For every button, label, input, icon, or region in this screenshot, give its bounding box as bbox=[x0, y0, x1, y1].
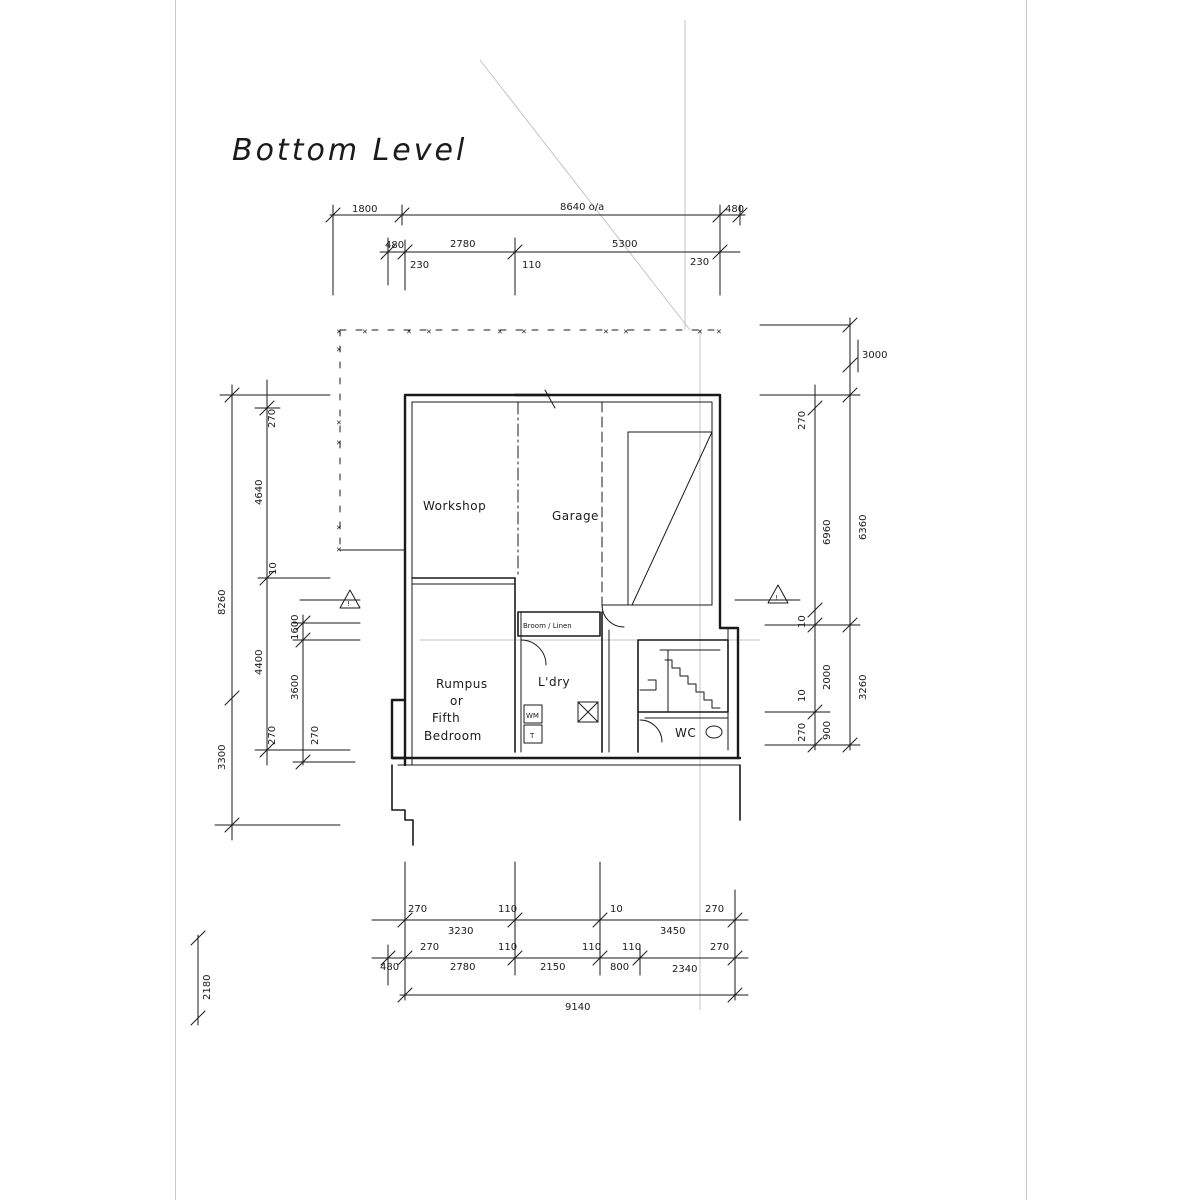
dim-bot-270b: 270 bbox=[705, 904, 724, 915]
dim-top-8640: 8640 o/a bbox=[560, 202, 604, 213]
dim-bot-110d: 110 bbox=[622, 942, 641, 953]
dim-right-900: 900 bbox=[822, 721, 833, 740]
svg-text:✕: ✕ bbox=[336, 419, 342, 427]
dim-bot-800: 800 bbox=[610, 962, 629, 973]
dim-top-2780: 2780 bbox=[450, 239, 475, 250]
bottom-dimensions bbox=[190, 861, 749, 1026]
drawing-title: Bottom Level bbox=[232, 133, 467, 168]
room-linen: Broom / Linen bbox=[523, 622, 572, 630]
dim-bot-3450: 3450 bbox=[660, 926, 685, 937]
dim-right-10: 10 bbox=[797, 615, 808, 628]
building-walls bbox=[390, 389, 742, 846]
svg-text:✕: ✕ bbox=[336, 346, 342, 354]
dim-top-5300: 5300 bbox=[612, 239, 637, 250]
svg-text:✕: ✕ bbox=[336, 524, 342, 532]
dim-bot-110a: 110 bbox=[498, 904, 517, 915]
svg-text:✕: ✕ bbox=[426, 328, 432, 336]
svg-text:✕: ✕ bbox=[362, 328, 368, 336]
upper-outline-crosses: ✕ ✕ ✕ ✕ ✕ ✕ ✕ ✕ ✕ ✕ ✕ ✕ ✕ ✕ ✕ bbox=[336, 328, 722, 554]
dim-right-6960: 6960 bbox=[822, 520, 833, 545]
svg-text:!: ! bbox=[775, 594, 778, 602]
dim-bot-2340: 2340 bbox=[672, 964, 697, 975]
dim-top-110: 110 bbox=[522, 260, 541, 271]
room-rumpus-line1: Rumpus bbox=[436, 677, 488, 691]
dim-bot-2780: 2780 bbox=[450, 962, 475, 973]
dim-bot-270a: 270 bbox=[408, 904, 427, 915]
dim-bot-3230: 3230 bbox=[448, 926, 473, 937]
toilet bbox=[705, 725, 723, 739]
dim-right-3260: 3260 bbox=[858, 675, 869, 700]
label-tub: T bbox=[529, 732, 535, 740]
dim-bot-total: 9140 bbox=[565, 1002, 590, 1013]
dim-left-4640: 4640 bbox=[254, 480, 265, 505]
dim-left-10: 10 bbox=[268, 562, 279, 575]
dim-left-3300: 3300 bbox=[217, 745, 228, 770]
svg-text:✕: ✕ bbox=[336, 546, 342, 554]
dim-top-480b: 480 bbox=[385, 240, 404, 251]
svg-text:✕: ✕ bbox=[716, 328, 722, 336]
dim-bot-110b: 110 bbox=[498, 942, 517, 953]
dim-right-6360: 6360 bbox=[858, 515, 869, 540]
svg-text:✕: ✕ bbox=[521, 328, 527, 336]
svg-text:✕: ✕ bbox=[623, 328, 629, 336]
dim-bot-10: 10 bbox=[610, 904, 623, 915]
dim-left-270c: 270 bbox=[310, 726, 321, 745]
svg-text:✕: ✕ bbox=[697, 328, 703, 336]
upper-floor-outline bbox=[339, 317, 859, 551]
room-garage: Garage bbox=[552, 509, 599, 523]
svg-text:✕: ✕ bbox=[603, 328, 609, 336]
dim-left-2180: 2180 bbox=[202, 975, 213, 1000]
svg-text:✕: ✕ bbox=[336, 439, 342, 447]
dim-top-480: 480 bbox=[725, 204, 744, 215]
svg-text:!: ! bbox=[347, 600, 350, 608]
right-dimensions bbox=[759, 384, 861, 753]
label-wm: WM bbox=[526, 712, 539, 720]
dim-bot-270d: 270 bbox=[710, 942, 729, 953]
dim-bot-480: 480 bbox=[380, 962, 399, 973]
tub bbox=[523, 724, 543, 744]
dim-left-270: 270 bbox=[267, 409, 278, 428]
dim-top-230: 230 bbox=[410, 260, 429, 271]
staircase bbox=[639, 649, 721, 713]
dim-bot-270c: 270 bbox=[420, 942, 439, 953]
dim-left-4400: 4400 bbox=[254, 650, 265, 675]
section-marker-right: ! bbox=[734, 584, 801, 604]
section-marker-left: ! bbox=[299, 589, 361, 609]
dim-bot-110c: 110 bbox=[582, 942, 601, 953]
dim-left-1600: 1600 bbox=[290, 615, 301, 640]
dim-left-270b: 270 bbox=[267, 726, 278, 745]
washing-machine bbox=[523, 704, 543, 724]
left-dimensions bbox=[214, 379, 361, 841]
room-rumpus-line3: Fifth bbox=[432, 711, 460, 725]
dim-right-10b: 10 bbox=[797, 689, 808, 702]
room-wc: WC bbox=[675, 726, 696, 740]
faint-construction-lines bbox=[420, 20, 760, 1010]
dim-right-2000: 2000 bbox=[822, 665, 833, 690]
dim-offset-3000: 3000 bbox=[862, 350, 887, 361]
svg-text:✕: ✕ bbox=[336, 328, 342, 336]
dim-right-270: 270 bbox=[797, 411, 808, 430]
svg-text:✕: ✕ bbox=[406, 328, 412, 336]
dim-right-270b: 270 bbox=[797, 723, 808, 742]
room-workshop: Workshop bbox=[423, 499, 486, 513]
room-rumpus-line4: Bedroom bbox=[424, 729, 482, 743]
dim-left-8260: 8260 bbox=[217, 590, 228, 615]
svg-text:✕: ✕ bbox=[497, 328, 503, 336]
dim-left-3600: 3600 bbox=[290, 675, 301, 700]
dim-bot-2150: 2150 bbox=[540, 962, 565, 973]
room-rumpus-line2: or bbox=[450, 694, 463, 708]
room-laundry: L'dry bbox=[538, 675, 570, 689]
dim-top-230b: 230 bbox=[690, 257, 709, 268]
dim-top-1800: 1800 bbox=[352, 204, 377, 215]
top-dimensions bbox=[325, 204, 748, 296]
